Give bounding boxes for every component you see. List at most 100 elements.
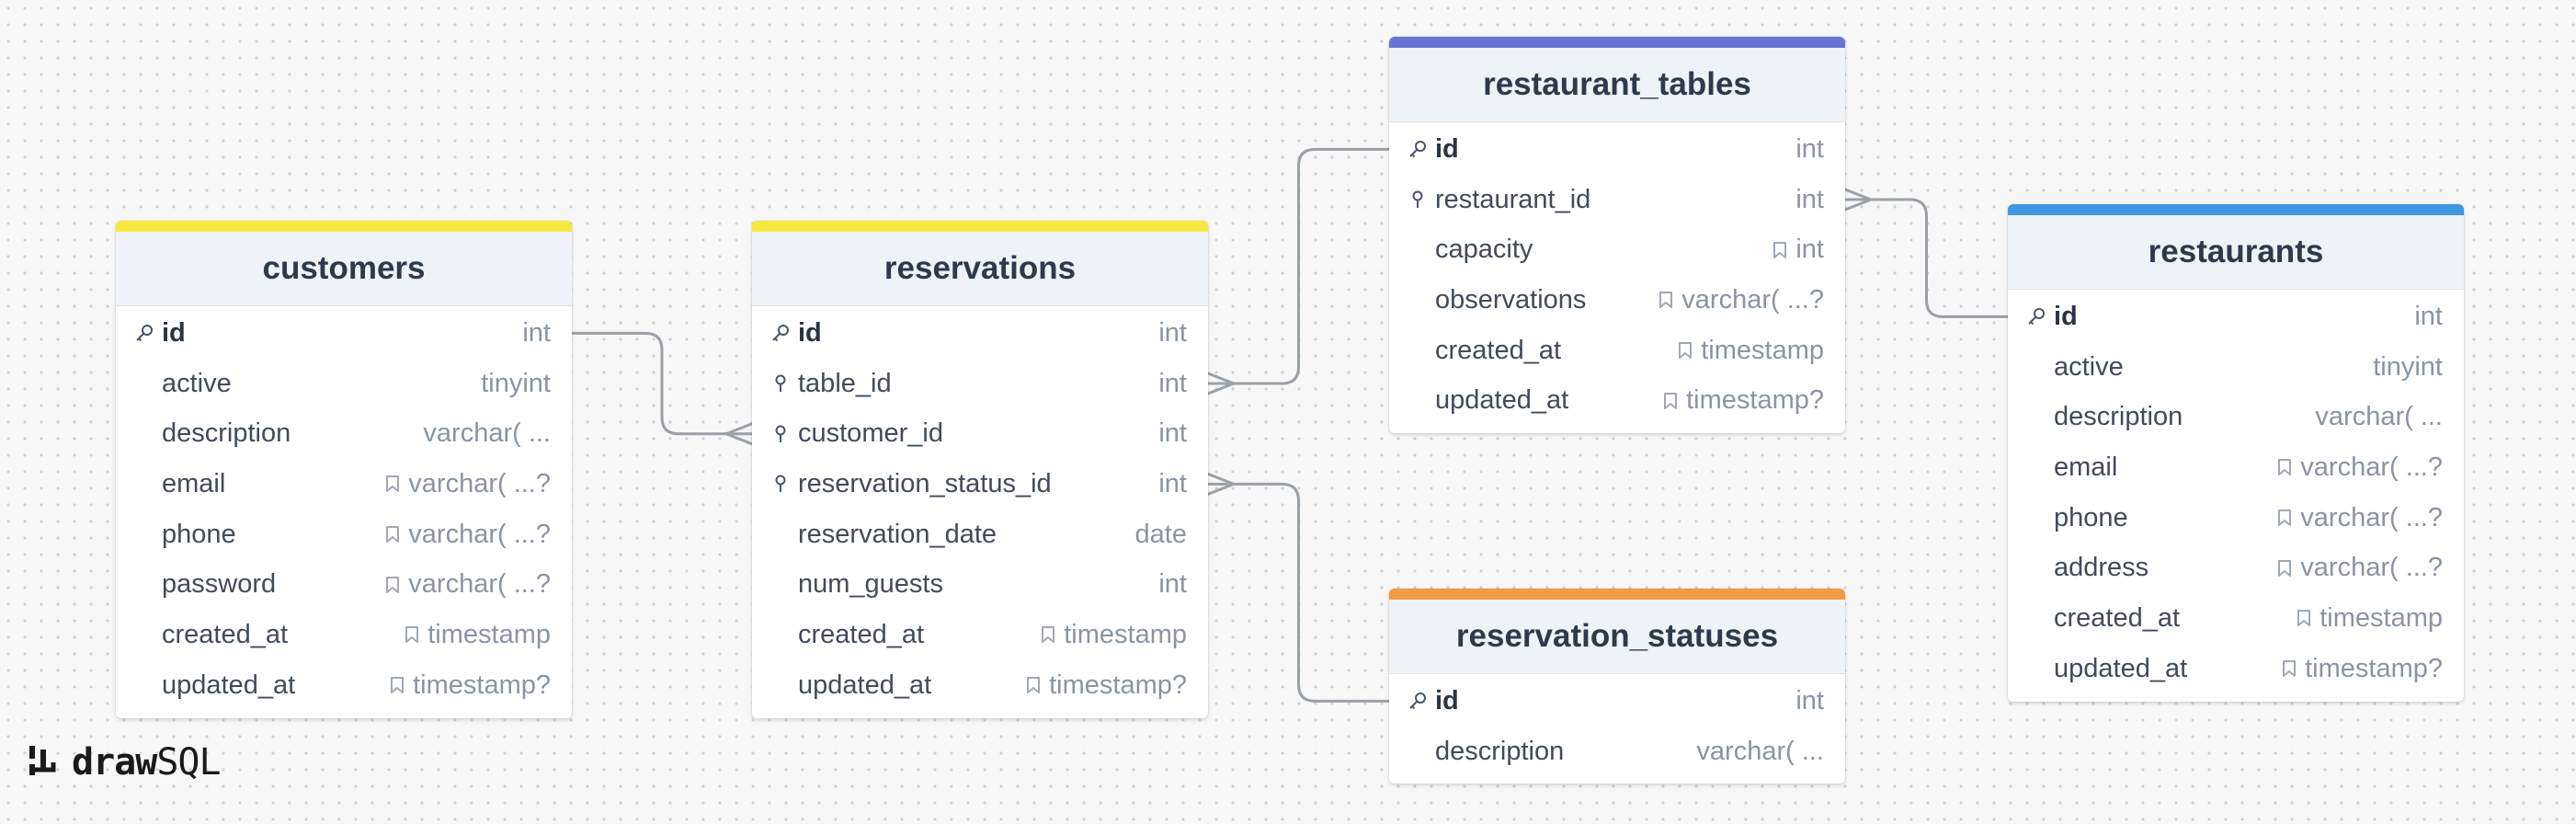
field-type-text: timestamp [427,619,551,649]
field-name: id [798,317,822,348]
field-row-capacity[interactable]: capacity int [1389,224,1845,275]
field-type-text: tinyint [481,368,551,398]
field-name: email [2054,452,2118,482]
field-type: varchar( ...? [2276,503,2443,533]
foreign-key-icon [770,474,798,494]
nullable-icon [389,675,405,695]
field-type: timestamp [404,620,551,650]
primary-key-icon [770,323,798,343]
field-type: timestamp [2296,603,2443,634]
field-name: created_at [162,619,289,649]
field-type-text: varchar( ...? [408,468,551,498]
field-name: updated_at [2054,653,2188,683]
crows-foot-restaurant-tables-restaurant-id [1843,188,1873,212]
field-row-active[interactable]: active tinyint [2008,342,2464,393]
field-type: varchar( ...? [2276,452,2443,483]
table-title[interactable]: reservation_statuses [1389,600,1845,674]
primary-key-icon [1408,139,1435,159]
field-row-active[interactable]: active tinyint [116,359,572,409]
nullable-icon [1772,240,1788,260]
field-type-text: timestamp? [1049,670,1187,700]
field-name: active [2054,351,2124,382]
field-type: varchar( ...? [384,520,551,550]
field-type: varchar( ... [1696,737,1824,767]
field-type: int [1772,235,1824,265]
table-color-bar [2008,204,2464,215]
field-name: capacity [1435,235,1533,265]
field-row-email[interactable]: email varchar( ...? [2008,442,2464,493]
drawsql-logo[interactable]: draw SQL [28,741,222,784]
field-type-text: tinyint [2373,351,2443,382]
field-type-text: int [522,317,551,348]
field-type: timestamp? [2281,654,2443,684]
field-type-text: varchar( ...? [2300,502,2443,532]
crows-foot-reservations-table-id [1206,372,1236,395]
field-row-updated-at[interactable]: updated_at timestamp? [2008,644,2464,694]
field-type-text: int [1795,133,1824,164]
field-row-address[interactable]: address varchar( ...? [2008,543,2464,593]
table-color-bar [752,221,1208,232]
field-type: int [1158,569,1187,600]
nullable-icon [2296,608,2312,628]
field-type-text: varchar( ...? [408,519,551,549]
field-row-created-at[interactable]: created_at timestamp [116,610,572,660]
field-type-text: int [1795,685,1824,715]
primary-key-icon [1408,691,1435,711]
field-type: varchar( ...? [2276,553,2443,583]
field-type: varchar( ... [423,418,551,449]
field-type: timestamp [1677,336,1824,366]
field-type-text: timestamp [1064,619,1187,649]
table-title[interactable]: restaurants [2008,215,2464,290]
relation-customers-reservations [570,331,754,436]
table-title[interactable]: reservations [752,232,1208,306]
field-name: reservation_status_id [798,468,1052,498]
table-title[interactable]: customers [116,232,572,306]
field-type: int [2414,302,2443,332]
field-name: restaurant_id [1435,184,1591,214]
field-row-num-guests[interactable]: num_guests int [752,559,1208,610]
field-type-text: int [1795,235,1824,265]
field-name: num_guests [798,569,943,600]
field-type-text: varchar( ... [423,418,551,449]
field-name: active [162,368,232,398]
logo-word-sql: SQL [156,741,221,784]
field-type: int [1795,686,1824,716]
field-name: address [2054,553,2149,583]
table-title[interactable]: restaurant_tables [1389,48,1845,122]
field-type: timestamp? [1025,670,1187,701]
nullable-icon [404,624,420,645]
field-type: varchar( ...? [384,569,551,600]
crows-foot-reservations-reservation-status-id [1206,472,1236,496]
field-type-text: varchar( ...? [408,569,551,600]
